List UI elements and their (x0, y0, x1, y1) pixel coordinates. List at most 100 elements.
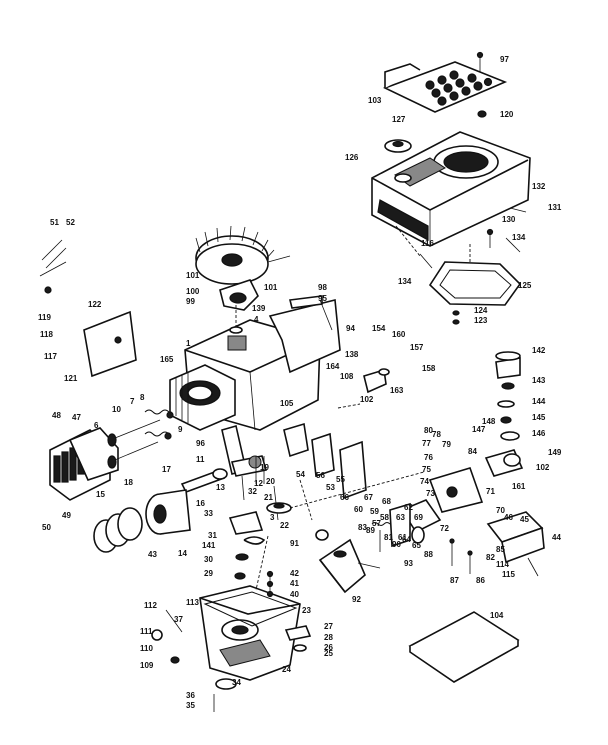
part-callout-9: 9 (178, 425, 183, 434)
part-callout-21: 21 (264, 493, 273, 502)
part-callout-1: 1 (186, 339, 191, 348)
part-callout-165: 165 (160, 355, 174, 364)
muffler (318, 538, 381, 594)
part-callout-26: 26 (324, 643, 333, 652)
part-callout-95: 95 (318, 294, 327, 303)
part-callout-75: 75 (422, 465, 431, 474)
tappet-icon (255, 456, 265, 484)
part-callout-130: 130 (502, 215, 516, 224)
part-callout-84: 84 (468, 447, 477, 456)
part-callout-121: 121 (64, 374, 78, 383)
part-callout-85: 85 (496, 545, 505, 554)
part-callout-20: 20 (266, 477, 275, 486)
part-callout-15: 15 (96, 490, 105, 499)
nut-icon (477, 110, 487, 118)
part-callout-73: 73 (426, 489, 435, 498)
part-callout-141: 141 (202, 541, 216, 550)
piston (145, 489, 191, 535)
part-callout-51: 51 (50, 218, 59, 227)
part-callout-40: 40 (290, 590, 299, 599)
part-callout-80: 80 (424, 426, 433, 435)
part-callout-36: 36 (186, 691, 195, 700)
part-callout-112: 112 (144, 601, 157, 610)
connecting-rod (180, 468, 228, 493)
part-callout-30: 30 (204, 555, 213, 564)
part-callout-50: 50 (42, 523, 51, 532)
part-callout-45: 45 (520, 515, 529, 524)
part-callout-25: 25 (324, 649, 333, 658)
link-rod (289, 471, 425, 521)
part-callout-72: 72 (440, 524, 449, 533)
part-callout-92: 92 (352, 595, 361, 604)
part-callout-143: 143 (532, 376, 546, 385)
part-callout-101: 101 (186, 271, 200, 280)
choke-lever (389, 502, 411, 548)
part-callout-8: 8 (140, 393, 145, 402)
part-callout-59: 59 (370, 507, 379, 516)
assembly-leaders (235, 225, 471, 591)
part-callout-142: 142 (532, 346, 546, 355)
part-callout-28: 28 (324, 633, 333, 642)
spring-washer-icon (234, 553, 249, 580)
part-callout-104: 104 (490, 611, 504, 620)
part-callout-108: 108 (340, 372, 354, 381)
part-callout-46: 46 (504, 513, 513, 522)
part-callout-12: 12 (254, 479, 263, 488)
part-callout-58: 58 (380, 513, 389, 522)
shield-plate (83, 310, 137, 378)
part-callout-90: 90 (392, 540, 401, 549)
part-callout-63: 63 (396, 513, 405, 522)
part-callout-164: 164 (326, 362, 340, 371)
part-callout-52: 52 (66, 218, 75, 227)
part-callout-88: 88 (424, 550, 433, 559)
part-callout-17: 17 (162, 465, 171, 474)
part-callout-149: 149 (548, 448, 562, 457)
part-callout-113: 113 (186, 598, 199, 607)
part-callout-6: 6 (94, 421, 99, 430)
part-callout-110: 110 (140, 644, 153, 653)
governor-gear (228, 511, 266, 545)
part-callout-111: 111 (140, 627, 153, 636)
screw-icon (476, 51, 484, 72)
part-callout-43: 43 (148, 550, 157, 559)
part-callout-102: 102 (536, 463, 550, 472)
part-callout-62: 62 (404, 503, 413, 512)
part-callout-32: 32 (248, 487, 257, 496)
part-callout-96: 96 (196, 439, 205, 448)
part-callout-134: 134 (512, 233, 526, 242)
part-callout-93: 93 (404, 559, 413, 568)
part-callout-48: 48 (52, 411, 61, 420)
part-callout-94: 94 (346, 324, 355, 333)
carburetor (400, 467, 484, 544)
throttle-plate (283, 422, 367, 500)
primer-bulb (484, 449, 524, 477)
part-callout-154: 154 (372, 324, 386, 333)
part-callout-81: 81 (384, 533, 393, 542)
part-callout-44: 44 (552, 533, 561, 542)
part-callout-3: 3 (270, 513, 275, 522)
part-callout-60: 60 (354, 505, 363, 514)
tapered-pin-icon (39, 239, 67, 294)
part-callout-102: 102 (360, 395, 374, 404)
part-callout-19: 19 (260, 463, 269, 472)
ignition-module (219, 279, 259, 311)
part-callout-18: 18 (124, 478, 133, 487)
part-callout-11: 11 (196, 455, 205, 464)
part-callout-29: 29 (204, 569, 213, 578)
cylinder-block (169, 319, 321, 431)
part-callout-146: 146 (532, 429, 546, 438)
bolt-icon (419, 207, 527, 269)
part-callout-14: 14 (178, 549, 187, 558)
piston-rings (93, 507, 143, 553)
part-callout-55: 55 (336, 475, 345, 484)
fuel-tank-cap (495, 351, 521, 390)
part-callout-41: 41 (290, 579, 299, 588)
part-callout-125: 125 (518, 281, 532, 290)
owners-manual-icon (408, 611, 520, 683)
part-callout-144: 144 (532, 397, 546, 406)
part-callout-131: 131 (548, 203, 562, 212)
part-callout-47: 47 (72, 413, 81, 422)
part-callout-91: 91 (290, 539, 299, 548)
